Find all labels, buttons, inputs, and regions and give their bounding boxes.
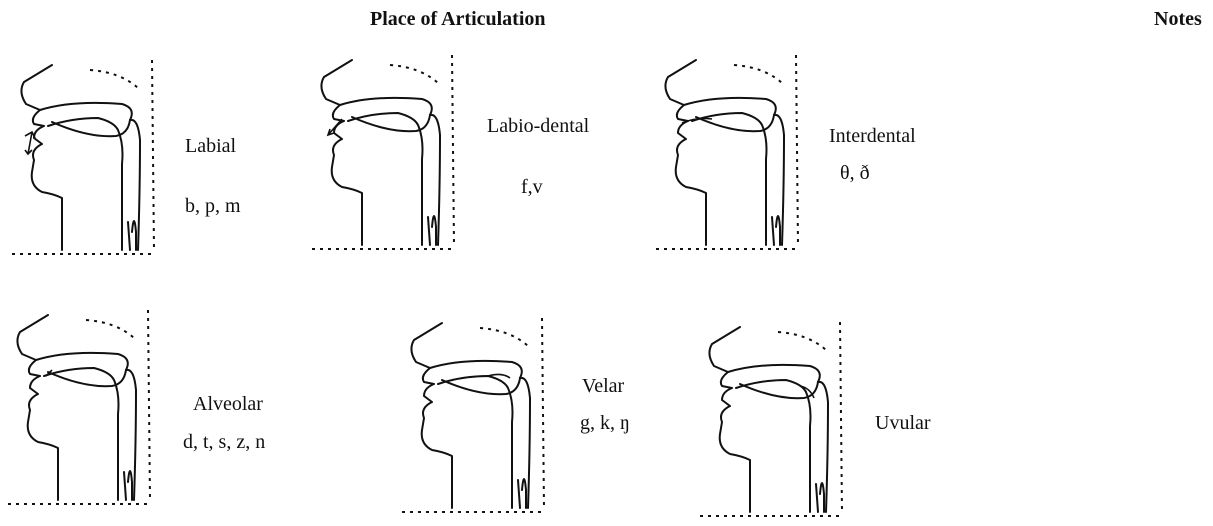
velar-diagram [402, 318, 552, 522]
panel-label-interdental: Interdental [829, 125, 916, 148]
panel-sounds-velar: g, k, ŋ [580, 412, 630, 435]
panel-label-labial: Labial [185, 135, 236, 158]
panel-sounds-interdental: θ, ð [840, 162, 870, 185]
notes-heading: Notes [1154, 8, 1202, 31]
panel-label-velar: Velar [582, 375, 624, 398]
panel-label-labio-dental: Labio-dental [487, 115, 589, 138]
interdental-diagram [656, 55, 806, 259]
panel-label-alveolar: Alveolar [193, 393, 263, 416]
panel-sounds-labial: b, p, m [185, 195, 241, 218]
uvular-diagram [700, 322, 850, 526]
labio-dental-diagram [312, 55, 462, 259]
panel-sounds-labio-dental: f,v [521, 176, 543, 199]
labial-diagram [12, 60, 162, 264]
page-title: Place of Articulation [370, 8, 546, 31]
alveolar-diagram [8, 310, 158, 514]
panel-sounds-alveolar: d, t, s, z, n [183, 431, 265, 454]
panel-label-uvular: Uvular [875, 412, 931, 435]
